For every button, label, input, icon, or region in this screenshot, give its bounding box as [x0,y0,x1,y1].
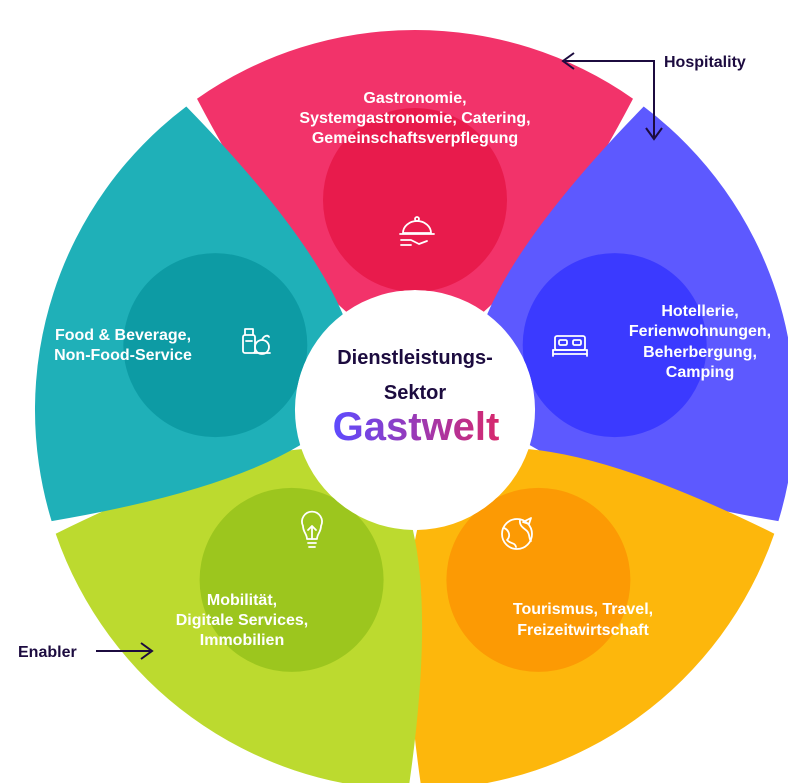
label-line: Non-Food-Service [54,347,192,364]
groceries-icon [242,328,271,355]
label-tourismus: Tourismus, Travel, Freizeitwirtschaft [513,601,653,639]
label-food: Food & Beverage, Non-Food-Service [54,327,192,364]
label-line: Tourismus, Travel, [513,601,653,618]
label-line: Immobilien [200,632,284,649]
globe-plane-icon [501,517,533,550]
segment-tourismus-inner [446,487,631,672]
label-hotellerie: Hotellerie, Ferienwohnungen, Beherbergun… [629,303,771,381]
label-mobilitaet: Mobilität, Digitale Services, Immobilien [176,592,309,649]
bed-icon [552,335,588,357]
center-title: Dienstleistungs- Sektor Gastwelt [333,347,500,449]
lightbulb-icon [301,510,323,548]
center-line-2: Sektor [384,382,446,404]
segment-tourismus [407,449,775,783]
segment-hotellerie-inner [522,253,707,438]
label-line: Freizeitwirtschaft [517,622,649,639]
segment-mobilitaet-inner [199,487,384,672]
arrowhead-down-icon [645,127,663,141]
center-line-1: Dienstleistungs- [337,347,493,369]
segment-gastronomie-inner [323,108,507,292]
center-main-title: Gastwelt [333,405,500,449]
label-line: Camping [666,364,734,381]
label-line: Hotellerie, [661,303,738,320]
enabler-annotation: Enabler [18,642,154,661]
arrowhead-left-icon [561,52,575,70]
label-line: Ferienwohnungen, [629,323,771,340]
label-line: Gemeinschaftsverpflegung [312,130,518,147]
cloche-icon [399,216,435,246]
label-line: Beherbergung, [643,344,757,361]
hospitality-annotation: Hospitality [561,52,746,141]
label-line: Gastronomie, [363,90,466,107]
label-gastronomie: Gastronomie, Systemgastronomie, Catering… [299,90,530,147]
segment-gastronomie [197,29,633,312]
label-line: Mobilität, [207,592,277,609]
segment-hotellerie [487,106,788,522]
hospitality-label: Hospitality [664,54,746,71]
arrowhead-right-icon [140,642,154,660]
segment-mobilitaet [55,449,423,783]
label-line: Food & Beverage, [55,327,191,344]
segment-food [34,106,343,522]
enabler-label: Enabler [18,644,77,661]
label-line: Systemgastronomie, Catering, [299,110,530,127]
segment-food-inner [123,253,308,438]
label-line: Digitale Services, [176,612,309,629]
